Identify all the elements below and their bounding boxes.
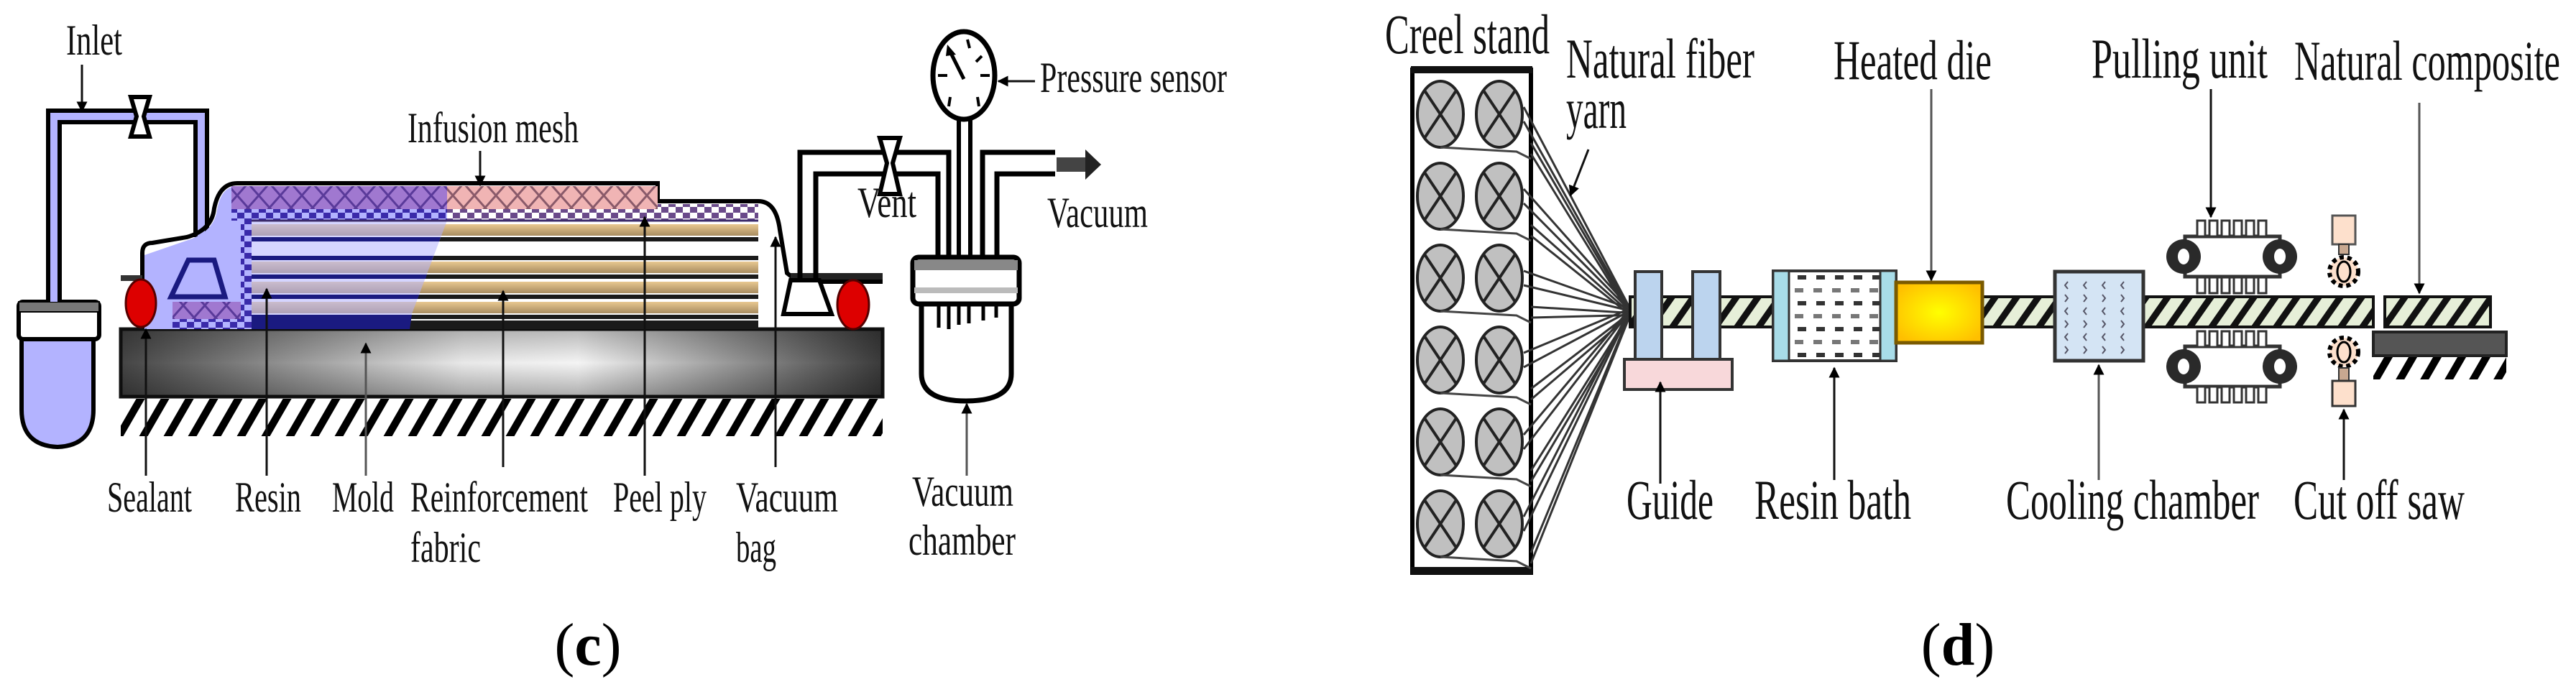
yarn-strand xyxy=(1530,314,1632,564)
label-natural-composite: Natural composite xyxy=(2294,29,2560,92)
cut-off-saw xyxy=(2327,214,2360,407)
label-resin: Resin xyxy=(235,474,301,521)
leaders-c xyxy=(76,65,1035,476)
yarn-strand xyxy=(1530,305,1631,314)
label-vacuum-chamber-2: chamber xyxy=(908,517,1016,564)
yarn-strand xyxy=(1530,223,1631,314)
pulling-unit xyxy=(2166,219,2297,404)
yarn-strand xyxy=(1530,142,1632,314)
label-guide: Guide xyxy=(1627,469,1714,531)
resin-front xyxy=(252,221,447,329)
spool-icon xyxy=(1475,244,1524,313)
vacuum-outlet-arrow-icon xyxy=(1057,149,1101,180)
labels-d: Creel stand Natural fiber yarn Heated di… xyxy=(1385,3,2560,531)
resin-dots xyxy=(1795,275,1881,357)
pulling-unit-lower xyxy=(2166,330,2297,404)
label-inlet: Inlet xyxy=(66,17,122,64)
spool-icon xyxy=(1416,407,1465,476)
spool-icon xyxy=(1416,80,1465,149)
yarn-strand xyxy=(1522,310,1632,532)
yarn-strand xyxy=(1530,312,1632,553)
label-infusion-mesh: Infusion mesh xyxy=(408,104,579,152)
label-vacuum-bag-2: bag xyxy=(736,524,776,571)
label-pressure-sensor: Pressure sensor xyxy=(1040,54,1227,101)
caption-c-letter: c xyxy=(574,612,601,678)
vacuum-bag xyxy=(140,181,883,284)
natural-composite xyxy=(2372,295,2508,379)
creel-stand xyxy=(1410,66,1533,575)
label-vacuum-chamber-1: Vacuum xyxy=(912,468,1013,515)
inlet-spreader xyxy=(167,257,229,300)
yarn-strand xyxy=(1523,284,1631,312)
spool-icon xyxy=(1416,489,1465,558)
heated-die xyxy=(1894,280,1984,345)
yarn-strand xyxy=(1523,269,1631,310)
guide xyxy=(1623,270,1734,391)
label-vacuum-bag-1: Vacuum xyxy=(736,474,838,521)
mold xyxy=(119,327,885,399)
pulling-unit-upper xyxy=(2166,219,2297,295)
caption-d: (d) xyxy=(1921,612,1995,678)
label-fabric: fabric xyxy=(410,524,481,571)
label-yarn: yarn xyxy=(1566,78,1627,140)
caption-c: (c) xyxy=(554,612,621,678)
spool-icon xyxy=(1475,407,1524,476)
labels-c: Inlet Infusion mesh Vent Pressure sensor… xyxy=(66,17,1227,571)
cooling-chamber xyxy=(2053,269,2145,363)
resin-reservoir xyxy=(17,300,101,450)
inlet-valve-icon xyxy=(127,95,153,139)
spool-icon xyxy=(1475,326,1524,395)
label-creel-stand: Creel stand xyxy=(1385,3,1550,65)
spools xyxy=(1416,80,1532,570)
fiber-yarns xyxy=(1522,106,1632,564)
label-vent: Vent xyxy=(857,179,916,226)
yarn-strand xyxy=(1522,106,1632,310)
spool-icon xyxy=(1475,162,1524,231)
label-peel-ply: Peel ply xyxy=(613,474,707,521)
spool-icon xyxy=(1475,80,1524,149)
label-reinforcement: Reinforcement xyxy=(410,474,588,521)
left-sealant xyxy=(121,275,157,328)
caption-d-letter: d xyxy=(1941,612,1975,678)
panel-d: Creel stand Natural fiber yarn Heated di… xyxy=(1385,3,2560,678)
label-vacuum-outlet: Vacuum xyxy=(1047,189,1148,236)
label-mold: Mold xyxy=(332,474,394,521)
resin-bath xyxy=(1772,269,1898,362)
label-sealant: Sealant xyxy=(107,474,192,521)
spool-icon xyxy=(1416,244,1465,313)
outlet-spreader xyxy=(781,278,835,316)
yarn-strand xyxy=(1523,308,1631,354)
cooling-marks xyxy=(2064,281,2125,354)
pressure-gauge-icon xyxy=(930,29,998,122)
layup xyxy=(140,181,883,329)
spool-icon xyxy=(1475,489,1524,558)
label-heated-die: Heated die xyxy=(1834,29,1992,91)
yarn-strand xyxy=(1522,308,1632,435)
spool-icon xyxy=(1416,326,1465,395)
label-cut-off-saw: Cut off saw xyxy=(2294,469,2465,531)
yarn-strand xyxy=(1522,202,1632,312)
yarn-strand xyxy=(1523,310,1631,369)
label-pulling-unit: Pulling unit xyxy=(2092,27,2268,90)
yarn-strand xyxy=(1522,188,1632,310)
label-natural-fiber: Natural fiber xyxy=(1566,27,1754,90)
right-sealant xyxy=(791,273,883,331)
yarn-strand xyxy=(1530,312,1631,390)
leaders-d xyxy=(1568,89,2425,484)
label-cooling-chamber: Cooling chamber xyxy=(2006,469,2259,531)
panel-c: Inlet Infusion mesh Vent Pressure sensor… xyxy=(17,17,1227,678)
vacuum-piping xyxy=(797,119,1055,280)
spool-icon xyxy=(1416,162,1465,231)
yarn-strand xyxy=(1522,308,1632,517)
yarn-strand xyxy=(1522,121,1632,312)
ground-hatch xyxy=(121,399,883,436)
label-resin-bath: Resin bath xyxy=(1754,469,1911,531)
vacuum-chamber xyxy=(910,254,1022,404)
vent-valve-icon xyxy=(877,136,903,196)
yarn-strand xyxy=(1530,153,1632,316)
yarn-strand xyxy=(1522,310,1632,450)
inlet-pipe xyxy=(46,109,209,302)
fiber-profile xyxy=(1629,295,2375,328)
